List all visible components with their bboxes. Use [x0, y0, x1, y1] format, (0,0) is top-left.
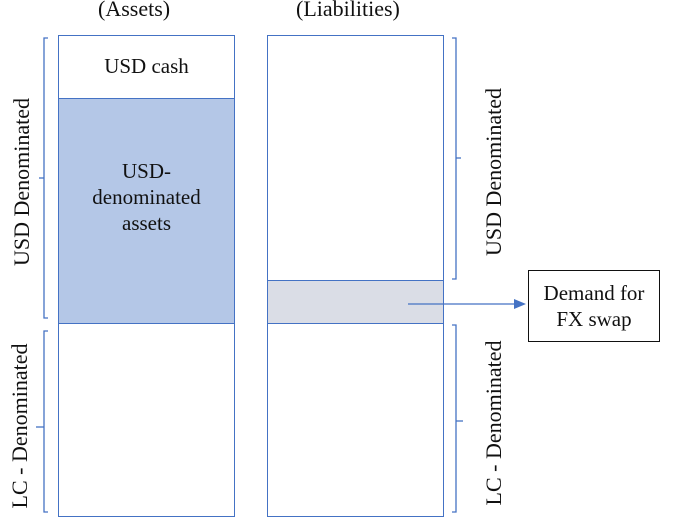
lc-denominated-liabilities-box — [267, 323, 444, 517]
usd-denominated-liabilities-box — [267, 35, 444, 281]
demand-fx-swap-callout: Demand for FX swap — [528, 270, 660, 342]
usd-cash-box: USD cash — [58, 35, 235, 99]
right-lc-bracket — [452, 324, 457, 513]
usd-denominated-assets-box: USD- denominated assets — [58, 98, 235, 324]
right-usd-bracket — [452, 37, 457, 280]
left-usd-bracket — [43, 37, 48, 319]
right-usd-denominated-label: USD Denominated — [481, 87, 506, 257]
usd-cash-label: USD cash — [104, 54, 189, 78]
liabilities-header: (Liabilities) — [296, 0, 400, 21]
right-lc-denominated-label: LC - Denominated — [481, 340, 506, 506]
lc-denominated-assets-box — [58, 323, 235, 517]
left-lc-bracket — [43, 330, 48, 513]
fx-swap-arrowhead — [514, 299, 526, 309]
assets-header: (Assets) — [98, 0, 171, 21]
usd-assets-label-line2: denominated — [92, 185, 201, 209]
usd-assets-label-line3: assets — [122, 211, 171, 235]
left-usd-denominated-label: USD Denominated — [9, 97, 34, 267]
left-lc-denominated-label: LC - Denominated — [7, 343, 32, 509]
usd-assets-label-line1: USD- — [121, 159, 171, 183]
